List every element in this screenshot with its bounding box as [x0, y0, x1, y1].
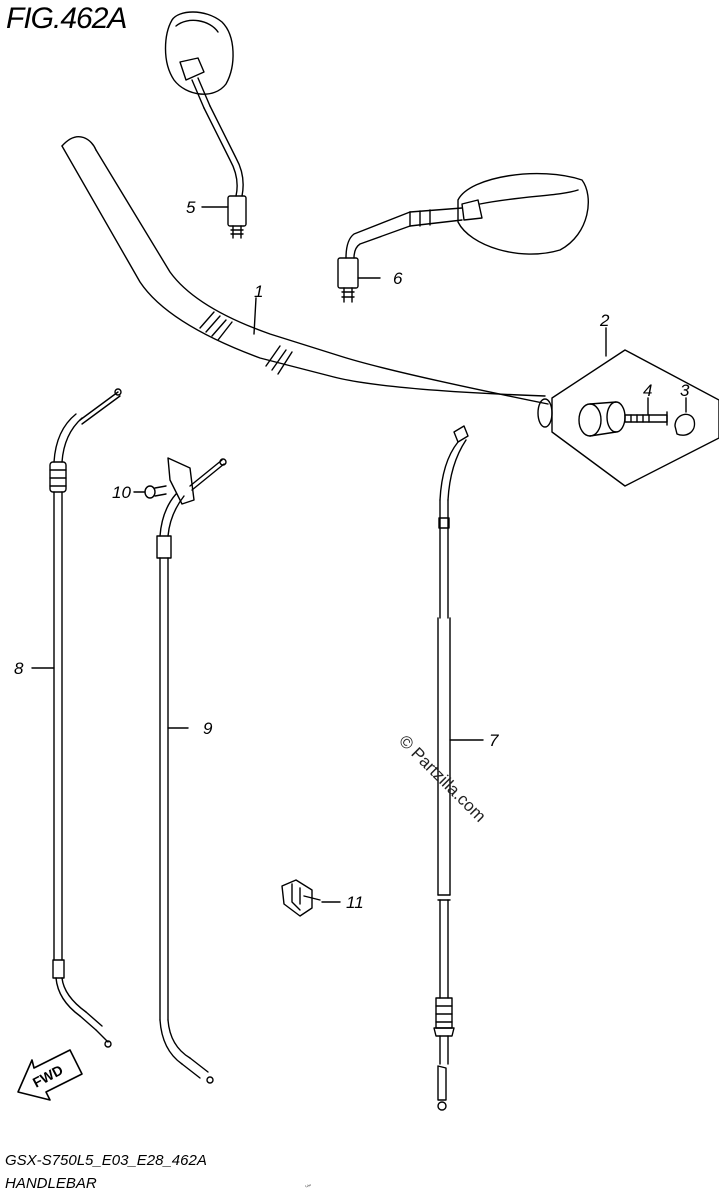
- callout-7: 7: [489, 731, 499, 750]
- callout-6: 6: [393, 269, 403, 288]
- screw-10[interactable]: [144, 485, 167, 499]
- left-mirror[interactable]: [164, 11, 247, 239]
- callout-5: 5: [186, 198, 196, 217]
- callout-1: 1: [254, 282, 263, 301]
- right-mirror[interactable]: [337, 172, 589, 303]
- throttle-cable-8[interactable]: [49, 388, 122, 1048]
- callout-3: 3: [680, 381, 690, 400]
- section-name: HANDLEBAR: [5, 1175, 97, 1192]
- callout-2: 2: [599, 311, 610, 330]
- fwd-direction-arrow: FWD: [17, 1049, 83, 1101]
- model-code: GSX-S750L5_E03_E28_462A: [5, 1152, 207, 1169]
- partzilla-watermark: © Partzilla.com: [395, 731, 489, 825]
- figure-title: FIG.462A: [6, 2, 127, 35]
- callout-9: 9: [203, 719, 213, 738]
- footer-note: ڛ: [305, 1182, 312, 1188]
- cable-clamp-11[interactable]: [281, 879, 321, 917]
- clutch-cable-7[interactable]: [433, 425, 469, 1111]
- bar-end-weight-assembly[interactable]: [551, 349, 719, 487]
- callout-4: 4: [643, 381, 652, 400]
- callout-8: 8: [14, 659, 24, 678]
- callout-11: 11: [346, 893, 364, 912]
- handlebar[interactable]: [61, 136, 553, 428]
- leader-lines: [31, 206, 687, 903]
- throttle-cable-9[interactable]: [156, 457, 227, 1084]
- callout-10: 10: [112, 483, 131, 502]
